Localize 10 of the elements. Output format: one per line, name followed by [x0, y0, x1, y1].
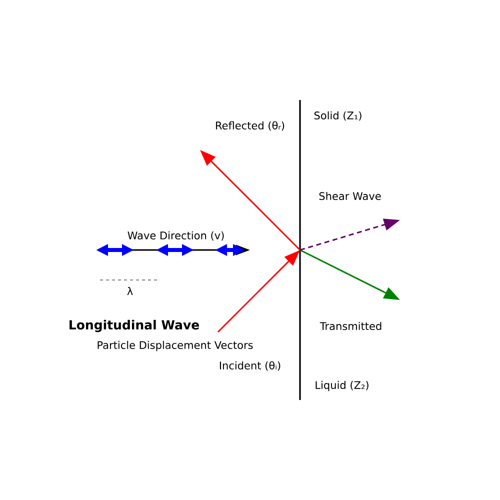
heading: Longitudinal Wave [70, 320, 199, 332]
wave-label: Reflected (θᵣ) [216, 121, 284, 131]
wave-label: Shear Wave [319, 192, 381, 200]
wave-label: Incident (θᵢ) [220, 361, 280, 371]
subtitle: Particle Displacement Vectors [98, 340, 253, 352]
medium-label: Liquid (Z₂) [316, 380, 368, 392]
wave-label: Transmitted [320, 322, 382, 330]
direction-label: Wave Direction (v) [128, 231, 224, 241]
wavelength-label: λ [127, 287, 133, 295]
medium-label: Solid (Z₁) [314, 111, 362, 121]
